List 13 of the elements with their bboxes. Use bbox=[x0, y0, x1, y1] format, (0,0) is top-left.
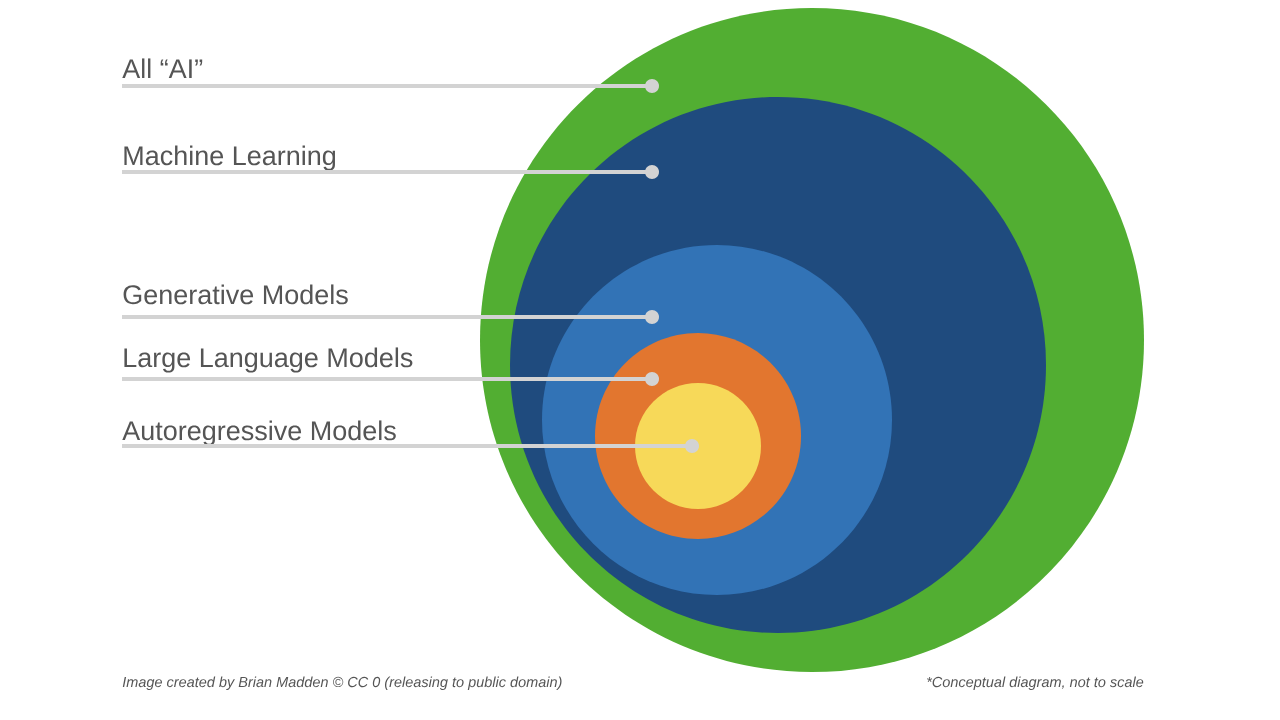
leader-line bbox=[122, 165, 659, 179]
leader-line bbox=[122, 439, 699, 453]
leader-line bbox=[122, 310, 659, 324]
leader-line bbox=[122, 79, 659, 93]
circle bbox=[635, 383, 761, 509]
label-text: Autoregressive Models bbox=[122, 420, 396, 446]
leader-line bbox=[122, 372, 659, 386]
label-text: All “AI” bbox=[122, 58, 203, 78]
note-text: *Conceptual diagram, not to scale bbox=[927, 676, 1144, 690]
label-text: Machine Learning bbox=[124, 145, 336, 171]
label-text: Generative Models bbox=[123, 284, 348, 305]
label-text: Large Language Models bbox=[124, 347, 413, 373]
credit-text: Image created by Brian Madden © CC 0 (releasing to public domain) bbox=[122, 676, 562, 690]
